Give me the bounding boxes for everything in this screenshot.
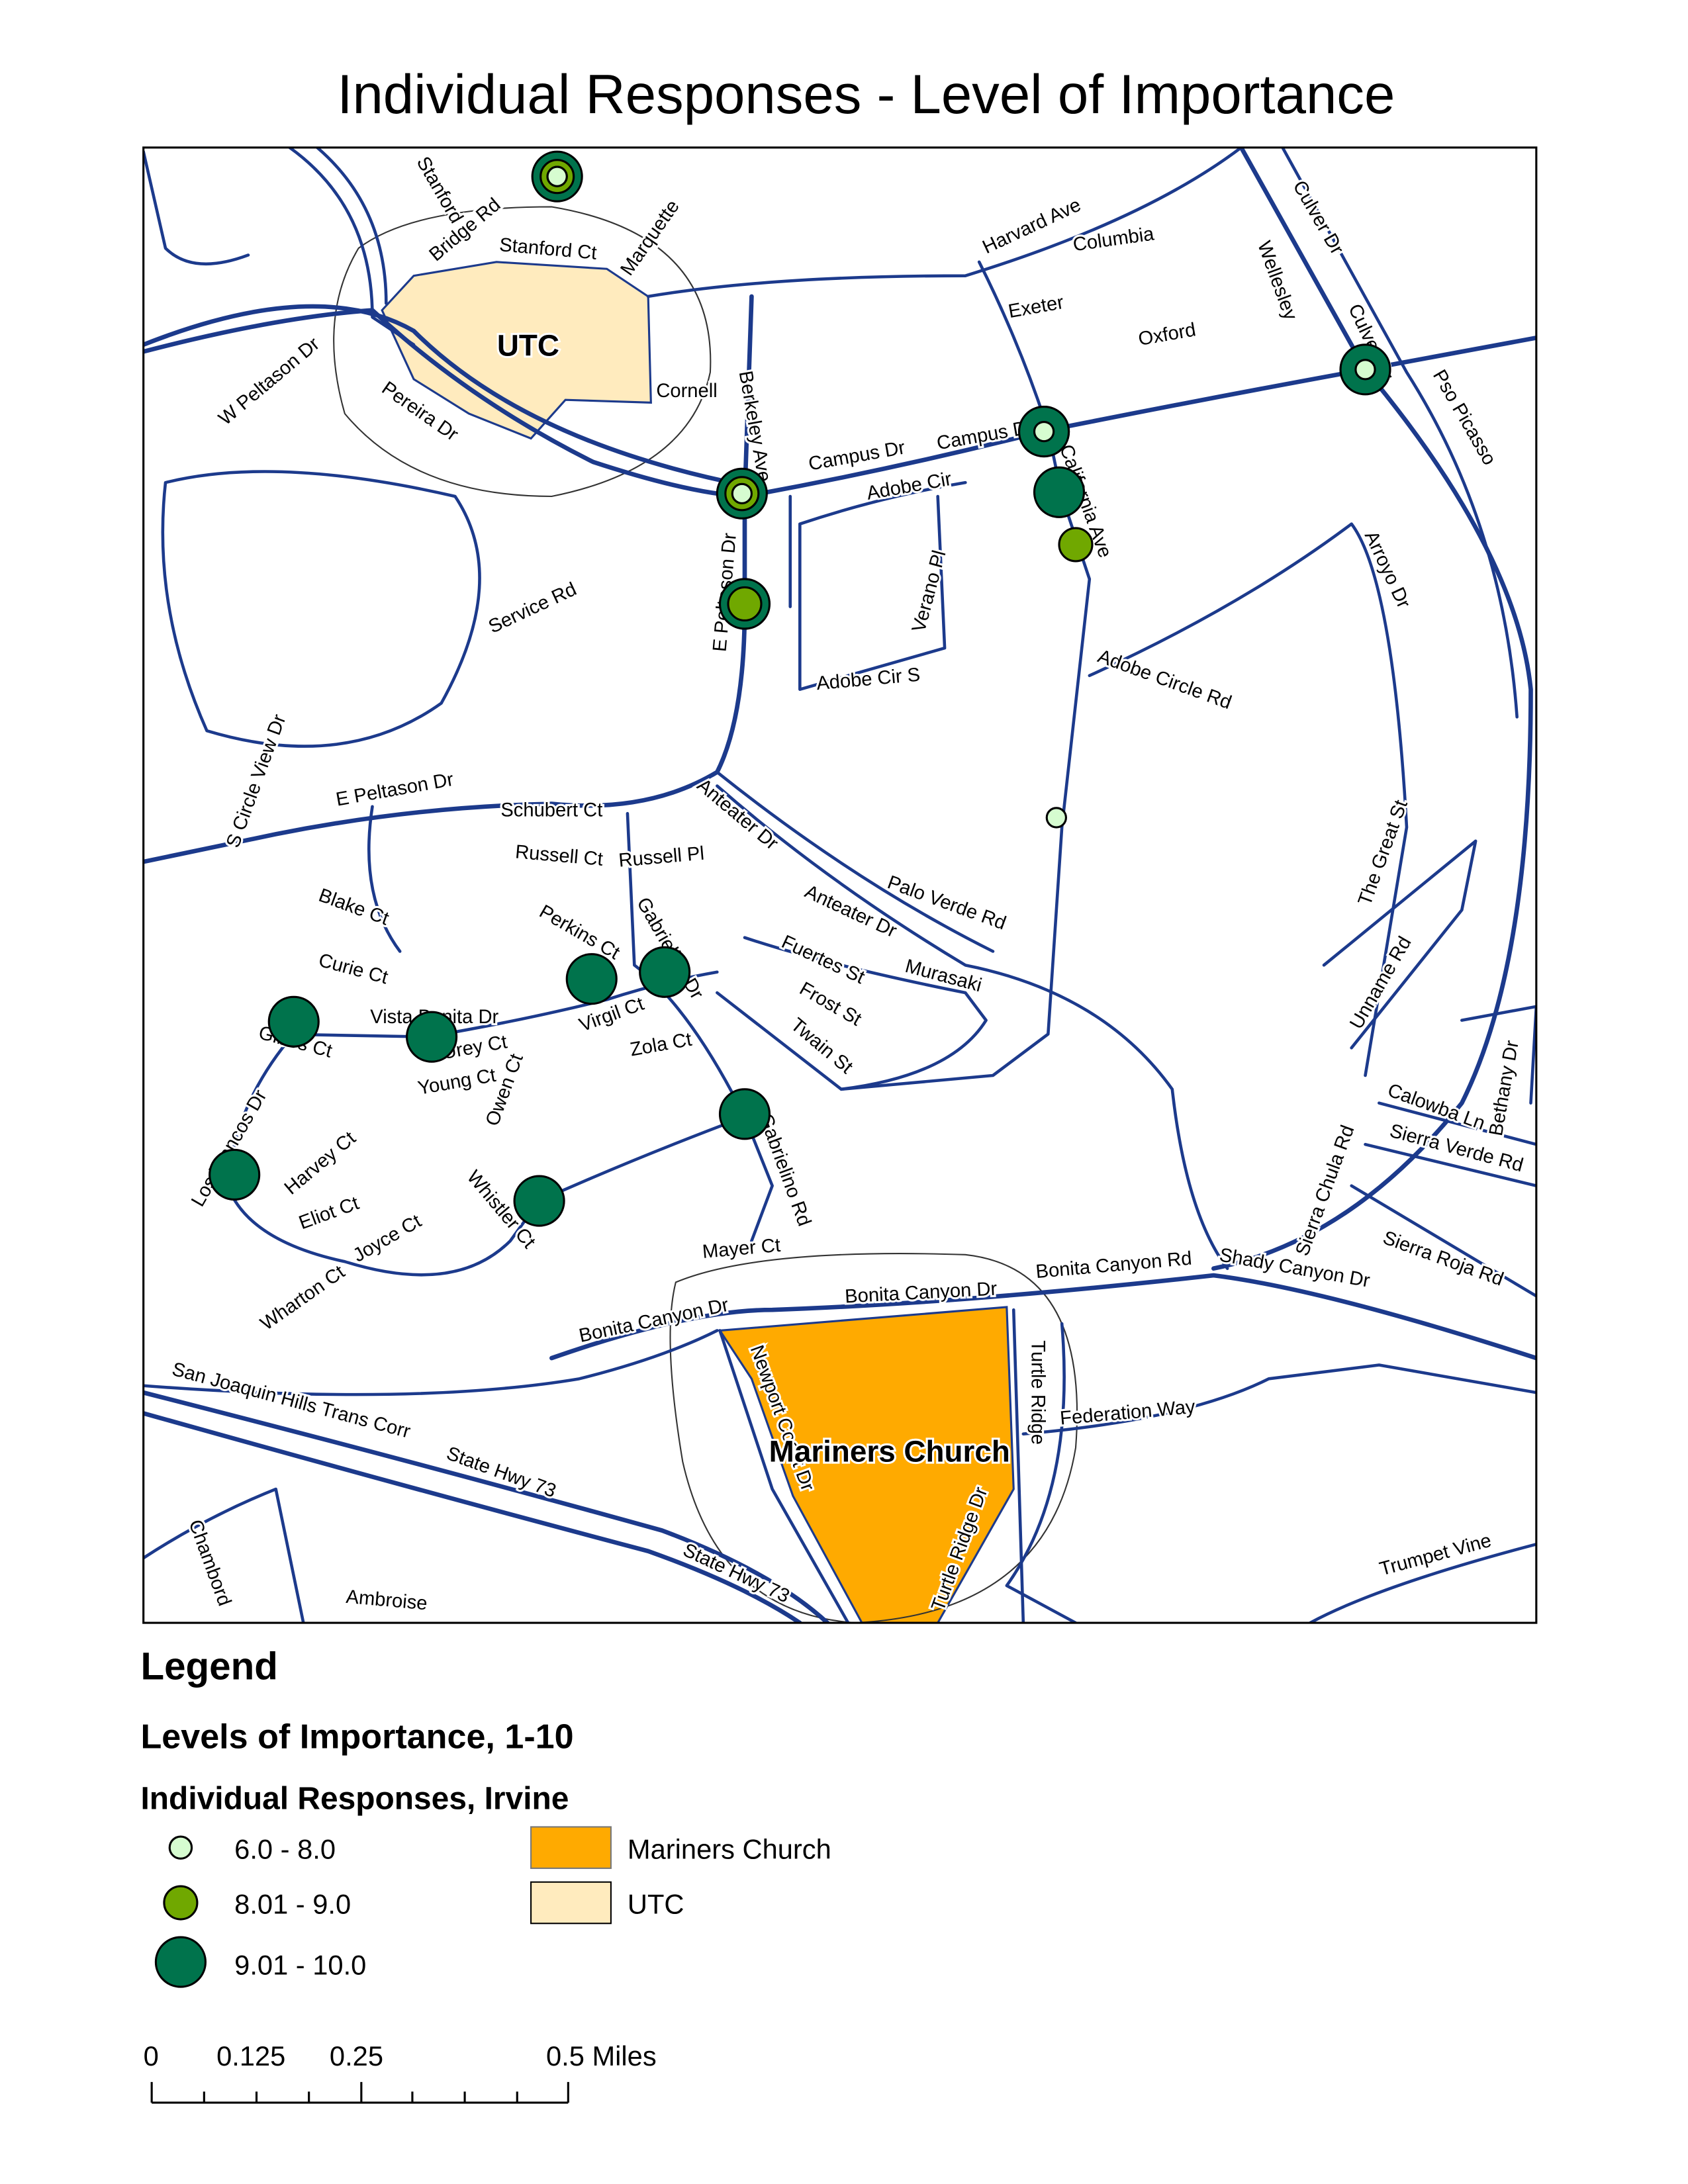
legend-class-high: 9.01 - 10.0: [234, 1949, 366, 1980]
response-points: [209, 150, 1391, 1227]
response-point[interactable]: [1033, 420, 1055, 443]
response-point[interactable]: [718, 1088, 771, 1140]
legend-swatch-utc: [530, 1881, 612, 1925]
legend-area-mariners: Mariners Church: [628, 1833, 831, 1864]
road-network: [143, 147, 1536, 1623]
scale-tick-0: 0: [144, 2040, 159, 2071]
legend-heading: Legend: [141, 1645, 278, 1688]
utc-label: UTC: [497, 329, 559, 363]
buffer-outlines: [333, 206, 1078, 1623]
response-point[interactable]: [267, 995, 320, 1048]
legend-symbol-high: [154, 1936, 207, 1988]
legend-class-low: 6.0 - 8.0: [234, 1833, 336, 1864]
legend: Legend Levels of Importance, 1-10 Indivi…: [141, 1645, 831, 1988]
response-point[interactable]: [513, 1175, 565, 1227]
legend-subheading: Levels of Importance, 1-10: [141, 1718, 574, 1756]
response-point[interactable]: [565, 953, 618, 1005]
utc-area: [381, 261, 652, 440]
scale-tick-0125: 0.125: [216, 2040, 285, 2071]
legend-class-mid: 8.01 - 9.0: [234, 1889, 351, 1920]
response-point[interactable]: [639, 946, 691, 998]
scale-tick-025: 0.25: [330, 2040, 383, 2071]
response-point[interactable]: [406, 1011, 458, 1063]
mariners-church-area: [718, 1306, 1015, 1623]
map-border: [142, 146, 1538, 1624]
response-point[interactable]: [1045, 807, 1067, 829]
legend-area-utc: UTC: [628, 1889, 684, 1920]
street-label: Cornell: [656, 381, 717, 402]
map-title: Individual Responses - Level of Importan…: [337, 64, 1395, 125]
street-label: Turtle Ridge: [1027, 1340, 1048, 1445]
scale-bar: 0 0.125 0.25 0.5 Miles: [144, 2040, 657, 2104]
response-point[interactable]: [727, 586, 763, 622]
response-point[interactable]: [1033, 466, 1086, 518]
legend-layer-name: Individual Responses, Irvine: [141, 1781, 569, 1816]
response-point[interactable]: [1354, 359, 1376, 381]
mariners-church-label: Mariners Church: [769, 1434, 1010, 1468]
legend-symbol-low: [168, 1835, 193, 1860]
response-point[interactable]: [731, 482, 753, 504]
legend-symbol-mid: [163, 1885, 199, 1921]
street-label: Schubert Ct: [500, 799, 602, 821]
response-point[interactable]: [209, 1148, 261, 1201]
scale-tick-05: 0.5 Miles: [546, 2040, 657, 2071]
response-point[interactable]: [1058, 527, 1094, 563]
legend-swatch-mariners: [530, 1826, 612, 1869]
response-point[interactable]: [546, 165, 568, 187]
